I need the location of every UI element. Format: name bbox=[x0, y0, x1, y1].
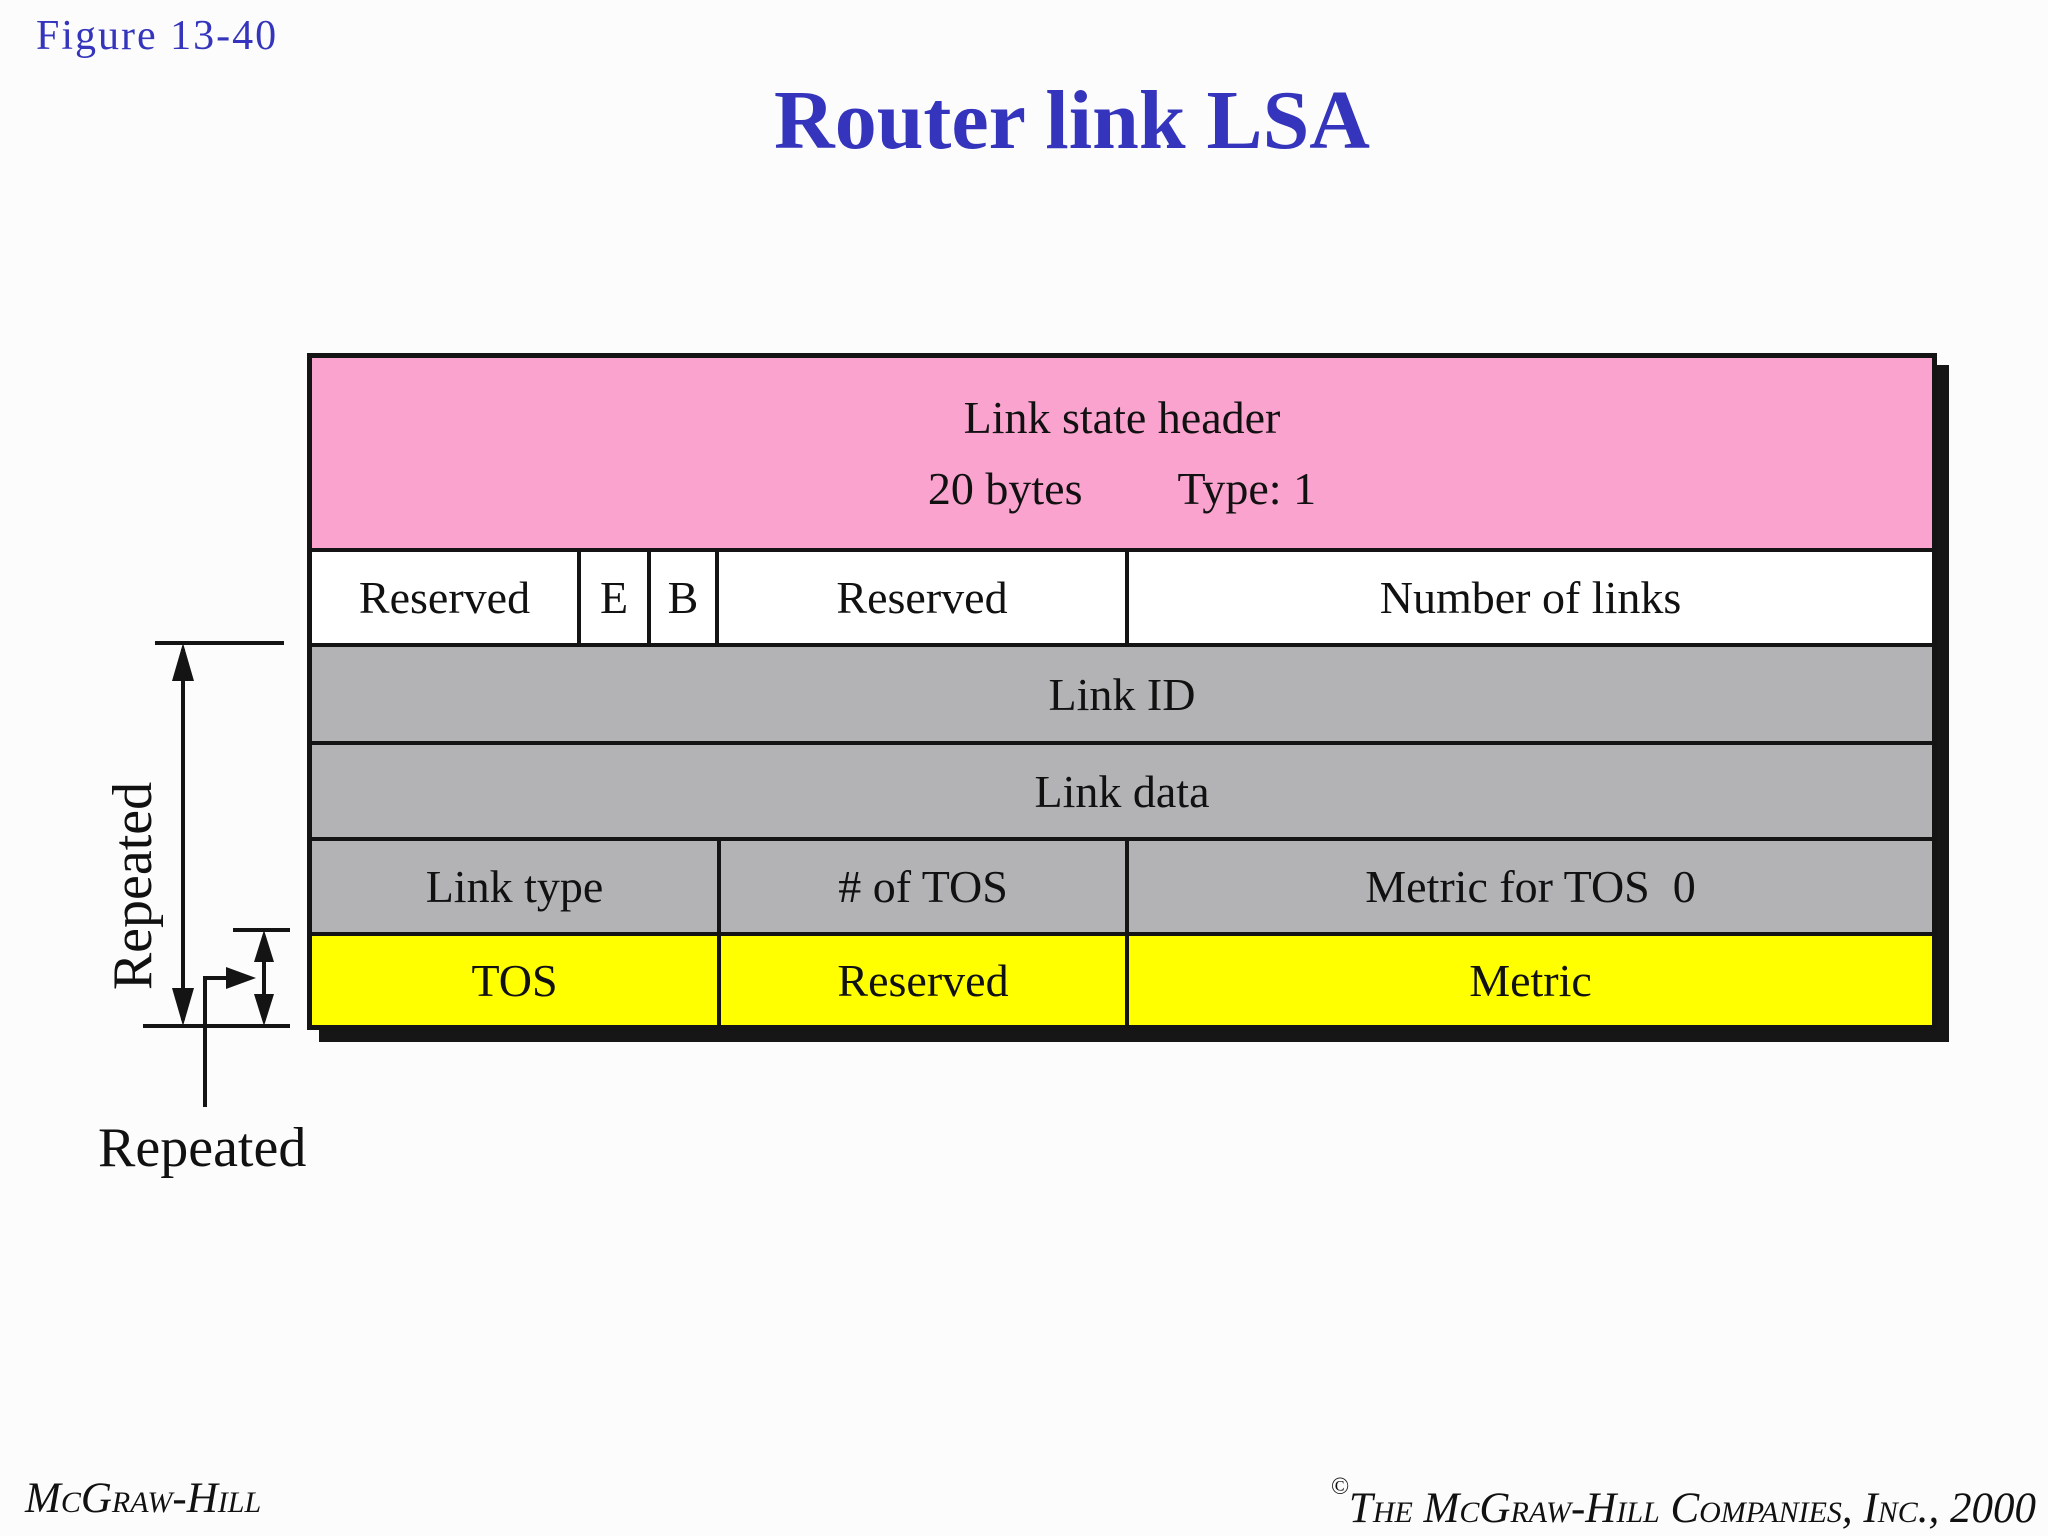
arrowhead-right-icon bbox=[226, 967, 256, 989]
metric-cell: Metric bbox=[1125, 936, 1932, 1025]
footer-copyright: ©The McGraw-Hill Companies, Inc., 2000 bbox=[1331, 1474, 2036, 1533]
tos-cell: TOS bbox=[471, 955, 558, 1006]
link-type-cell: Link type bbox=[425, 861, 604, 912]
footer-publisher: McGraw-Hill bbox=[25, 1475, 262, 1522]
header-gap bbox=[1083, 453, 1178, 524]
copyright-symbol: © bbox=[1330, 1474, 1349, 1500]
arrowhead-up-small-icon bbox=[254, 930, 274, 962]
repeated-range-arrow-icon bbox=[143, 641, 290, 1107]
reserved-cell: Reserved bbox=[358, 572, 531, 623]
arrowhead-down-small-icon bbox=[254, 994, 274, 1026]
e-flag-cell: E bbox=[577, 552, 647, 643]
page-title: Router link LSA bbox=[774, 74, 1370, 167]
link-id-row: Link ID bbox=[312, 643, 1932, 741]
link-id-cell: Link ID bbox=[1048, 668, 1196, 720]
header-bytes-label: 20 bytes bbox=[927, 463, 1083, 514]
figure-label: Figure 13-40 bbox=[36, 13, 279, 59]
repeated-bottom-label: Repeated bbox=[98, 1117, 307, 1179]
pointer-line bbox=[203, 976, 238, 1107]
number-of-links-cell: Number of links bbox=[1125, 552, 1932, 643]
tos-reserved-cell: Reserved bbox=[717, 936, 1125, 1025]
arrowhead-up-icon bbox=[172, 643, 194, 681]
b-flag-cell: B bbox=[647, 552, 715, 643]
tos-count-cell: # of TOS bbox=[717, 841, 1125, 932]
repeated-vertical-label: Repeated bbox=[102, 781, 164, 991]
link-data-row: Link data bbox=[312, 741, 1932, 837]
reserved2-cell: Reserved bbox=[715, 552, 1125, 643]
copyright-text: The McGraw-Hill Companies, Inc., 2000 bbox=[1348, 1485, 2036, 1532]
arrowhead-down-icon bbox=[172, 988, 194, 1026]
link-state-header-detail: 20 bytes Type: 1 bbox=[312, 453, 1932, 524]
link-state-header-label: Link state header bbox=[963, 391, 1281, 443]
link-data-cell: Link data bbox=[1034, 765, 1210, 817]
packet-diagram: Link state header 20 bytes Type: 1 Reser… bbox=[307, 353, 1937, 1030]
metric-tos0-cell: Metric for TOS 0 bbox=[1125, 841, 1932, 932]
tos-row: TOS Reserved Metric bbox=[312, 932, 1932, 1025]
link-state-header-row: Link state header 20 bytes Type: 1 bbox=[312, 358, 1932, 548]
flags-row: Reserved E B Reserved Number of links bbox=[312, 548, 1932, 643]
header-type-label: Type: 1 bbox=[1177, 463, 1317, 514]
link-type-row: Link type # of TOS Metric for TOS 0 bbox=[312, 837, 1932, 932]
